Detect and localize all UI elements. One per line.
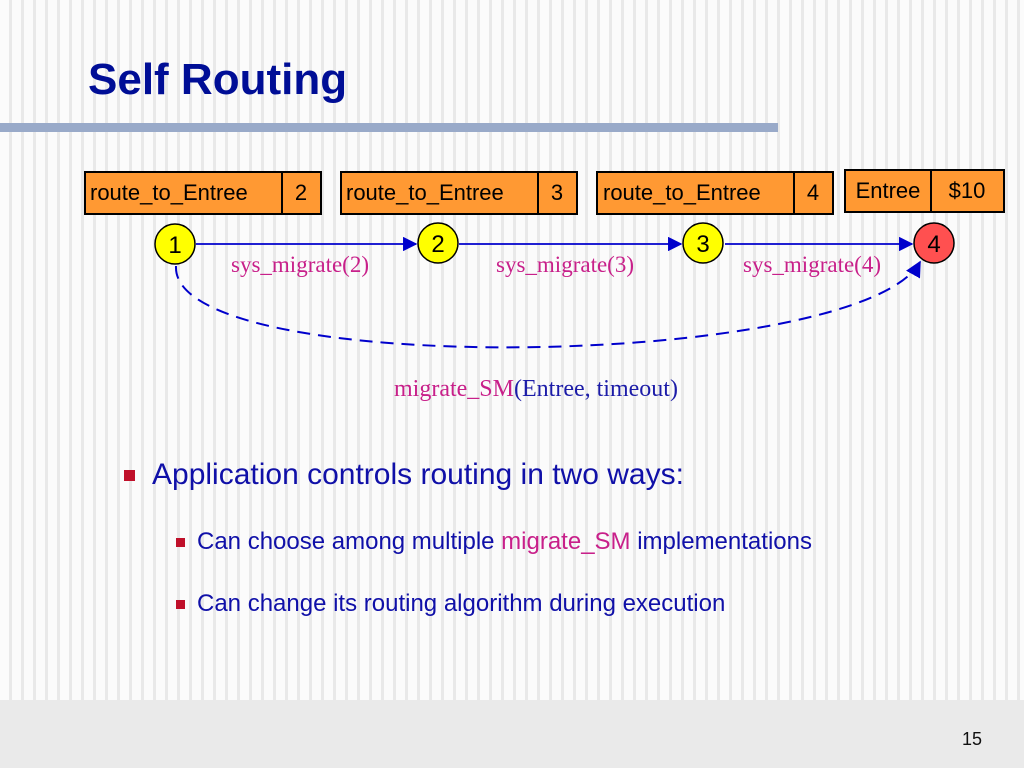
bullet-sub-1: Can choose among multiple migrate_SM imp… [176,528,812,556]
title-underline [0,123,778,132]
bullet-main: Application controls routing in two ways… [124,458,684,492]
node-3-label: 3 [696,231,709,258]
bullet-main-text: Application controls routing in two ways… [152,458,684,491]
routing-diagram: route_to_Entree 2 route_to_Entree 3 rout… [84,169,1005,349]
slide-title: Self Routing [88,55,348,104]
caption-function: migrate_SM [394,376,514,402]
entree-box-label: Entree [856,178,921,203]
bullet-sub-2: Can change its routing algorithm during … [176,590,725,618]
route-box-1-label: route_to_Entree [90,180,248,205]
bullet-sub-1-suffix: implementations [630,528,812,555]
bullet-square-icon [124,469,135,481]
caption-args: (Entree, timeout) [514,376,678,402]
edge-label-sys-migrate-2: sys_migrate(2) [231,252,369,277]
route-box-1-value: 2 [295,180,307,205]
route-box-3-label: route_to_Entree [603,180,761,205]
node-3: 3 [682,222,724,264]
bullet-sub-1-highlight: migrate_SM [501,528,631,555]
edge-label-sys-migrate-3: sys_migrate(3) [496,252,634,277]
bullet-sub-2-text: Can change its routing algorithm during … [197,590,726,617]
bullet-square-icon [176,537,185,547]
node-2: 2 [417,222,459,264]
route-box-1: route_to_Entree 2 [84,171,322,215]
bullet-sub-1-prefix: Can choose among multiple [197,528,502,555]
node-4: 4 [913,222,955,264]
node-4-label: 4 [927,231,940,258]
entree-box: Entree $10 [844,169,1005,213]
page-number: 15 [962,729,983,749]
node-1-label: 1 [168,232,181,259]
node-2-label: 2 [431,231,444,258]
route-box-3-value: 4 [807,180,819,205]
node-1: 1 [154,223,196,265]
entree-box-value: $10 [949,178,986,203]
route-box-2: route_to_Entree 3 [340,171,578,215]
route-box-2-label: route_to_Entree [346,180,504,205]
bullet-square-icon [176,599,185,609]
route-box-3: route_to_Entree 4 [596,171,834,215]
migrate-sm-caption: migrate_SM(Entree, timeout) [394,376,678,403]
route-box-2-value: 3 [551,180,563,205]
footer-band [0,700,1024,768]
edge-label-sys-migrate-4: sys_migrate(4) [743,252,881,277]
